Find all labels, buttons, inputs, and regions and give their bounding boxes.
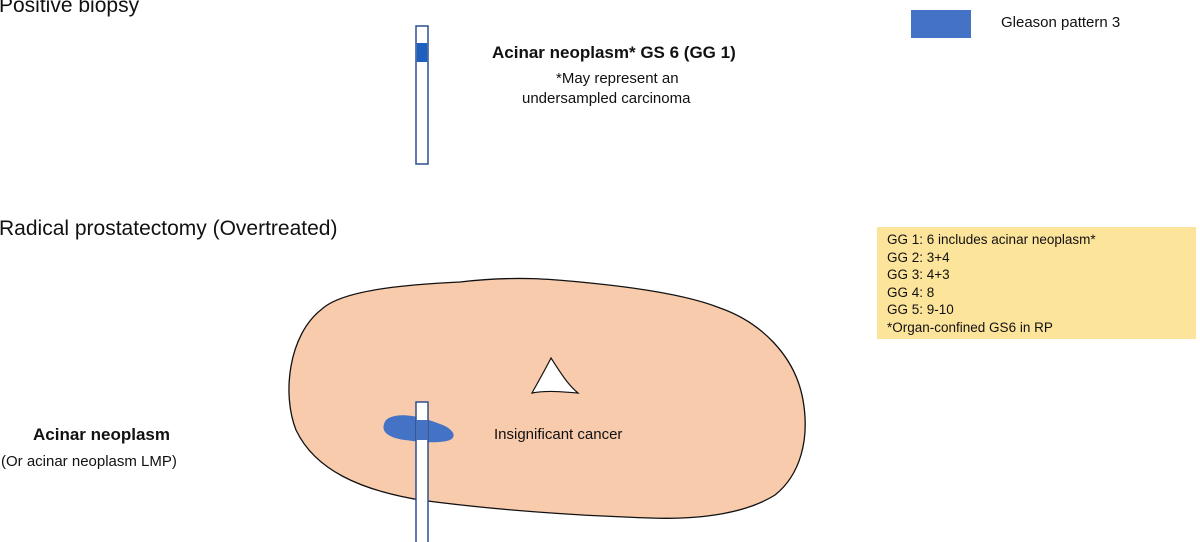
- grade-group-line: GG 4: 8: [887, 284, 935, 300]
- grade-group-footnote: *Organ-confined GS6 in RP: [887, 319, 1053, 335]
- grade-group-line: GG 3: 4+3: [887, 267, 950, 282]
- rp-lesion-subheading: (Or acinar neoplasm LMP): [1, 453, 177, 470]
- legend-label: Gleason pattern 3: [1001, 14, 1121, 31]
- biopsy-heading: Acinar neoplasm* GS 6 (GG 1): [492, 43, 736, 62]
- rp-lesion-heading: Acinar neoplasm: [33, 425, 170, 444]
- rp-core-tumor-segment: [416, 420, 428, 440]
- grade-group-box: GG 1: 6 includes acinar neoplasm* GG 2: …: [877, 227, 1196, 339]
- biopsy-note-line2: undersampled carcinoma: [522, 90, 691, 107]
- biopsy-note-line1: *May represent an: [556, 70, 679, 87]
- insignificant-cancer-label: Insignificant cancer: [494, 426, 623, 443]
- biopsy-core-tumor-segment: [416, 43, 428, 62]
- grade-group-line: GG 2: 3+4: [887, 249, 950, 265]
- grade-group-line: GG 1: 6 includes acinar neoplasm*: [887, 232, 1096, 247]
- rp-section-title: Radical prostatectomy (Overtreated): [0, 217, 338, 240]
- legend-swatch: [911, 10, 971, 38]
- biopsy-section-title: Positive biopsy: [0, 0, 140, 17]
- grade-group-line: GG 5: 9-10: [887, 302, 954, 317]
- urethra-shape: [530, 356, 580, 394]
- prostate-gland: [288, 277, 806, 519]
